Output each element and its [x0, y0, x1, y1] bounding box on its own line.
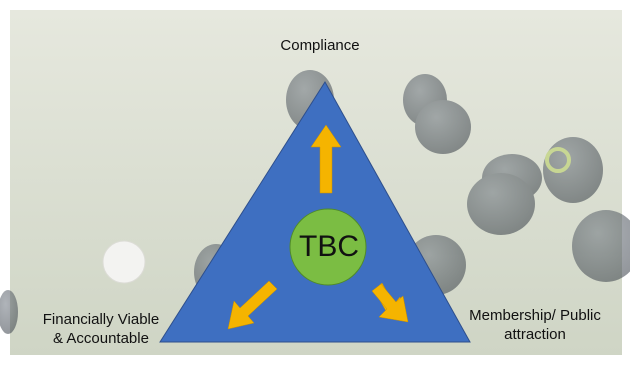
bowling-ball-icon [572, 210, 630, 282]
center-circle [289, 208, 367, 286]
compliance-label: Compliance [280, 37, 360, 54]
bowling-ball-icon [0, 290, 18, 334]
membership-label: Membership/ Public attraction [440, 306, 630, 344]
jack-ball-icon [102, 240, 146, 284]
arrow-down-right-icon [371, 283, 409, 323]
membership-label-line1: Membership/ Public [469, 307, 601, 324]
membership-label-line2: attraction [504, 326, 566, 343]
arrow-down-left-icon [227, 280, 278, 330]
center-tbc-label: TBC [299, 230, 359, 263]
financial-label-line1: Financially Viable [42, 311, 160, 328]
bowling-ball-ring [545, 147, 571, 173]
bowling-ball-icon [415, 100, 471, 154]
bowling-ball-icon [543, 137, 603, 203]
arrow-up-icon [310, 124, 342, 194]
bowling-ball-icon [467, 173, 535, 235]
financial-label: Financially Viable & Accountable [10, 310, 192, 348]
financial-label-line2: & Accountable [53, 330, 149, 347]
